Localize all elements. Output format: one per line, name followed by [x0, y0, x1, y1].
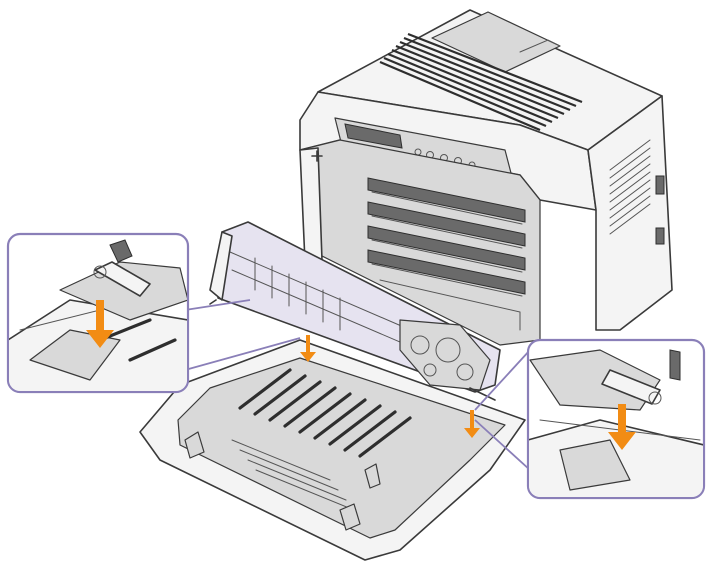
printer-body — [299, 9, 673, 346]
right-callout-leader — [474, 349, 531, 471]
side-vent — [609, 139, 651, 235]
left-detail-callout — [6, 232, 190, 394]
transfer-belt-unit — [209, 221, 501, 401]
toner-cartridge-slots — [367, 177, 526, 331]
left-callout-leader — [184, 299, 301, 371]
belt-gear-assembly — [399, 319, 491, 391]
door-paper-guides — [231, 368, 412, 511]
top-vent-grille — [379, 32, 583, 132]
arrow-down-icon — [86, 300, 114, 348]
arrow-down-icon — [608, 404, 636, 450]
opened-front-door — [139, 339, 526, 561]
belt-ribs — [254, 257, 341, 331]
arrow-down-icon — [300, 335, 480, 438]
plus-icon — [311, 150, 323, 162]
right-detail-callout — [526, 338, 706, 500]
